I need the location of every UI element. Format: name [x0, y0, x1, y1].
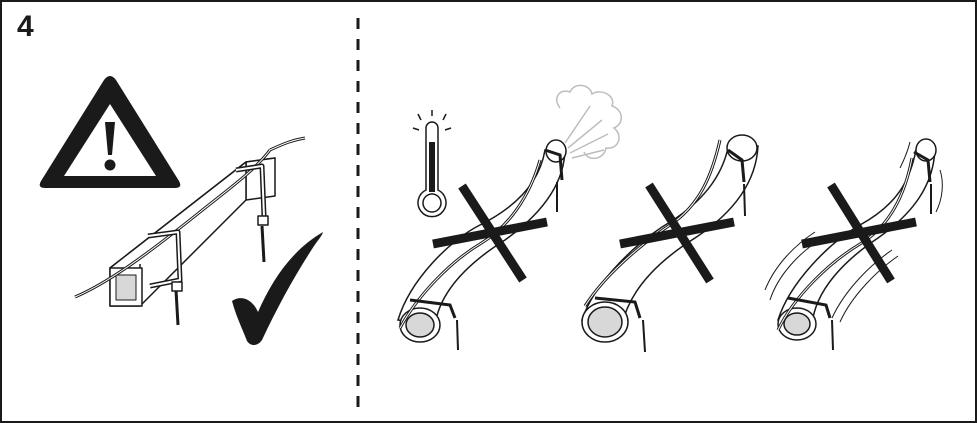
- thermometer-icon: [412, 110, 452, 218]
- cross-mark-icon: [432, 183, 548, 283]
- warning-triangle-icon: [39, 76, 181, 188]
- steam-icon: [556, 84, 622, 160]
- cross-mark-icon: [801, 182, 917, 284]
- bent-pipe-vibrating: [764, 138, 943, 351]
- square-pipe-with-cable: [74, 136, 306, 326]
- bent-pipe-large: [581, 134, 759, 353]
- checkmark-icon: [232, 232, 323, 346]
- cross-mark-icon: [619, 182, 735, 284]
- step-number: 4: [17, 10, 34, 43]
- bent-pipe-hot: [397, 139, 567, 351]
